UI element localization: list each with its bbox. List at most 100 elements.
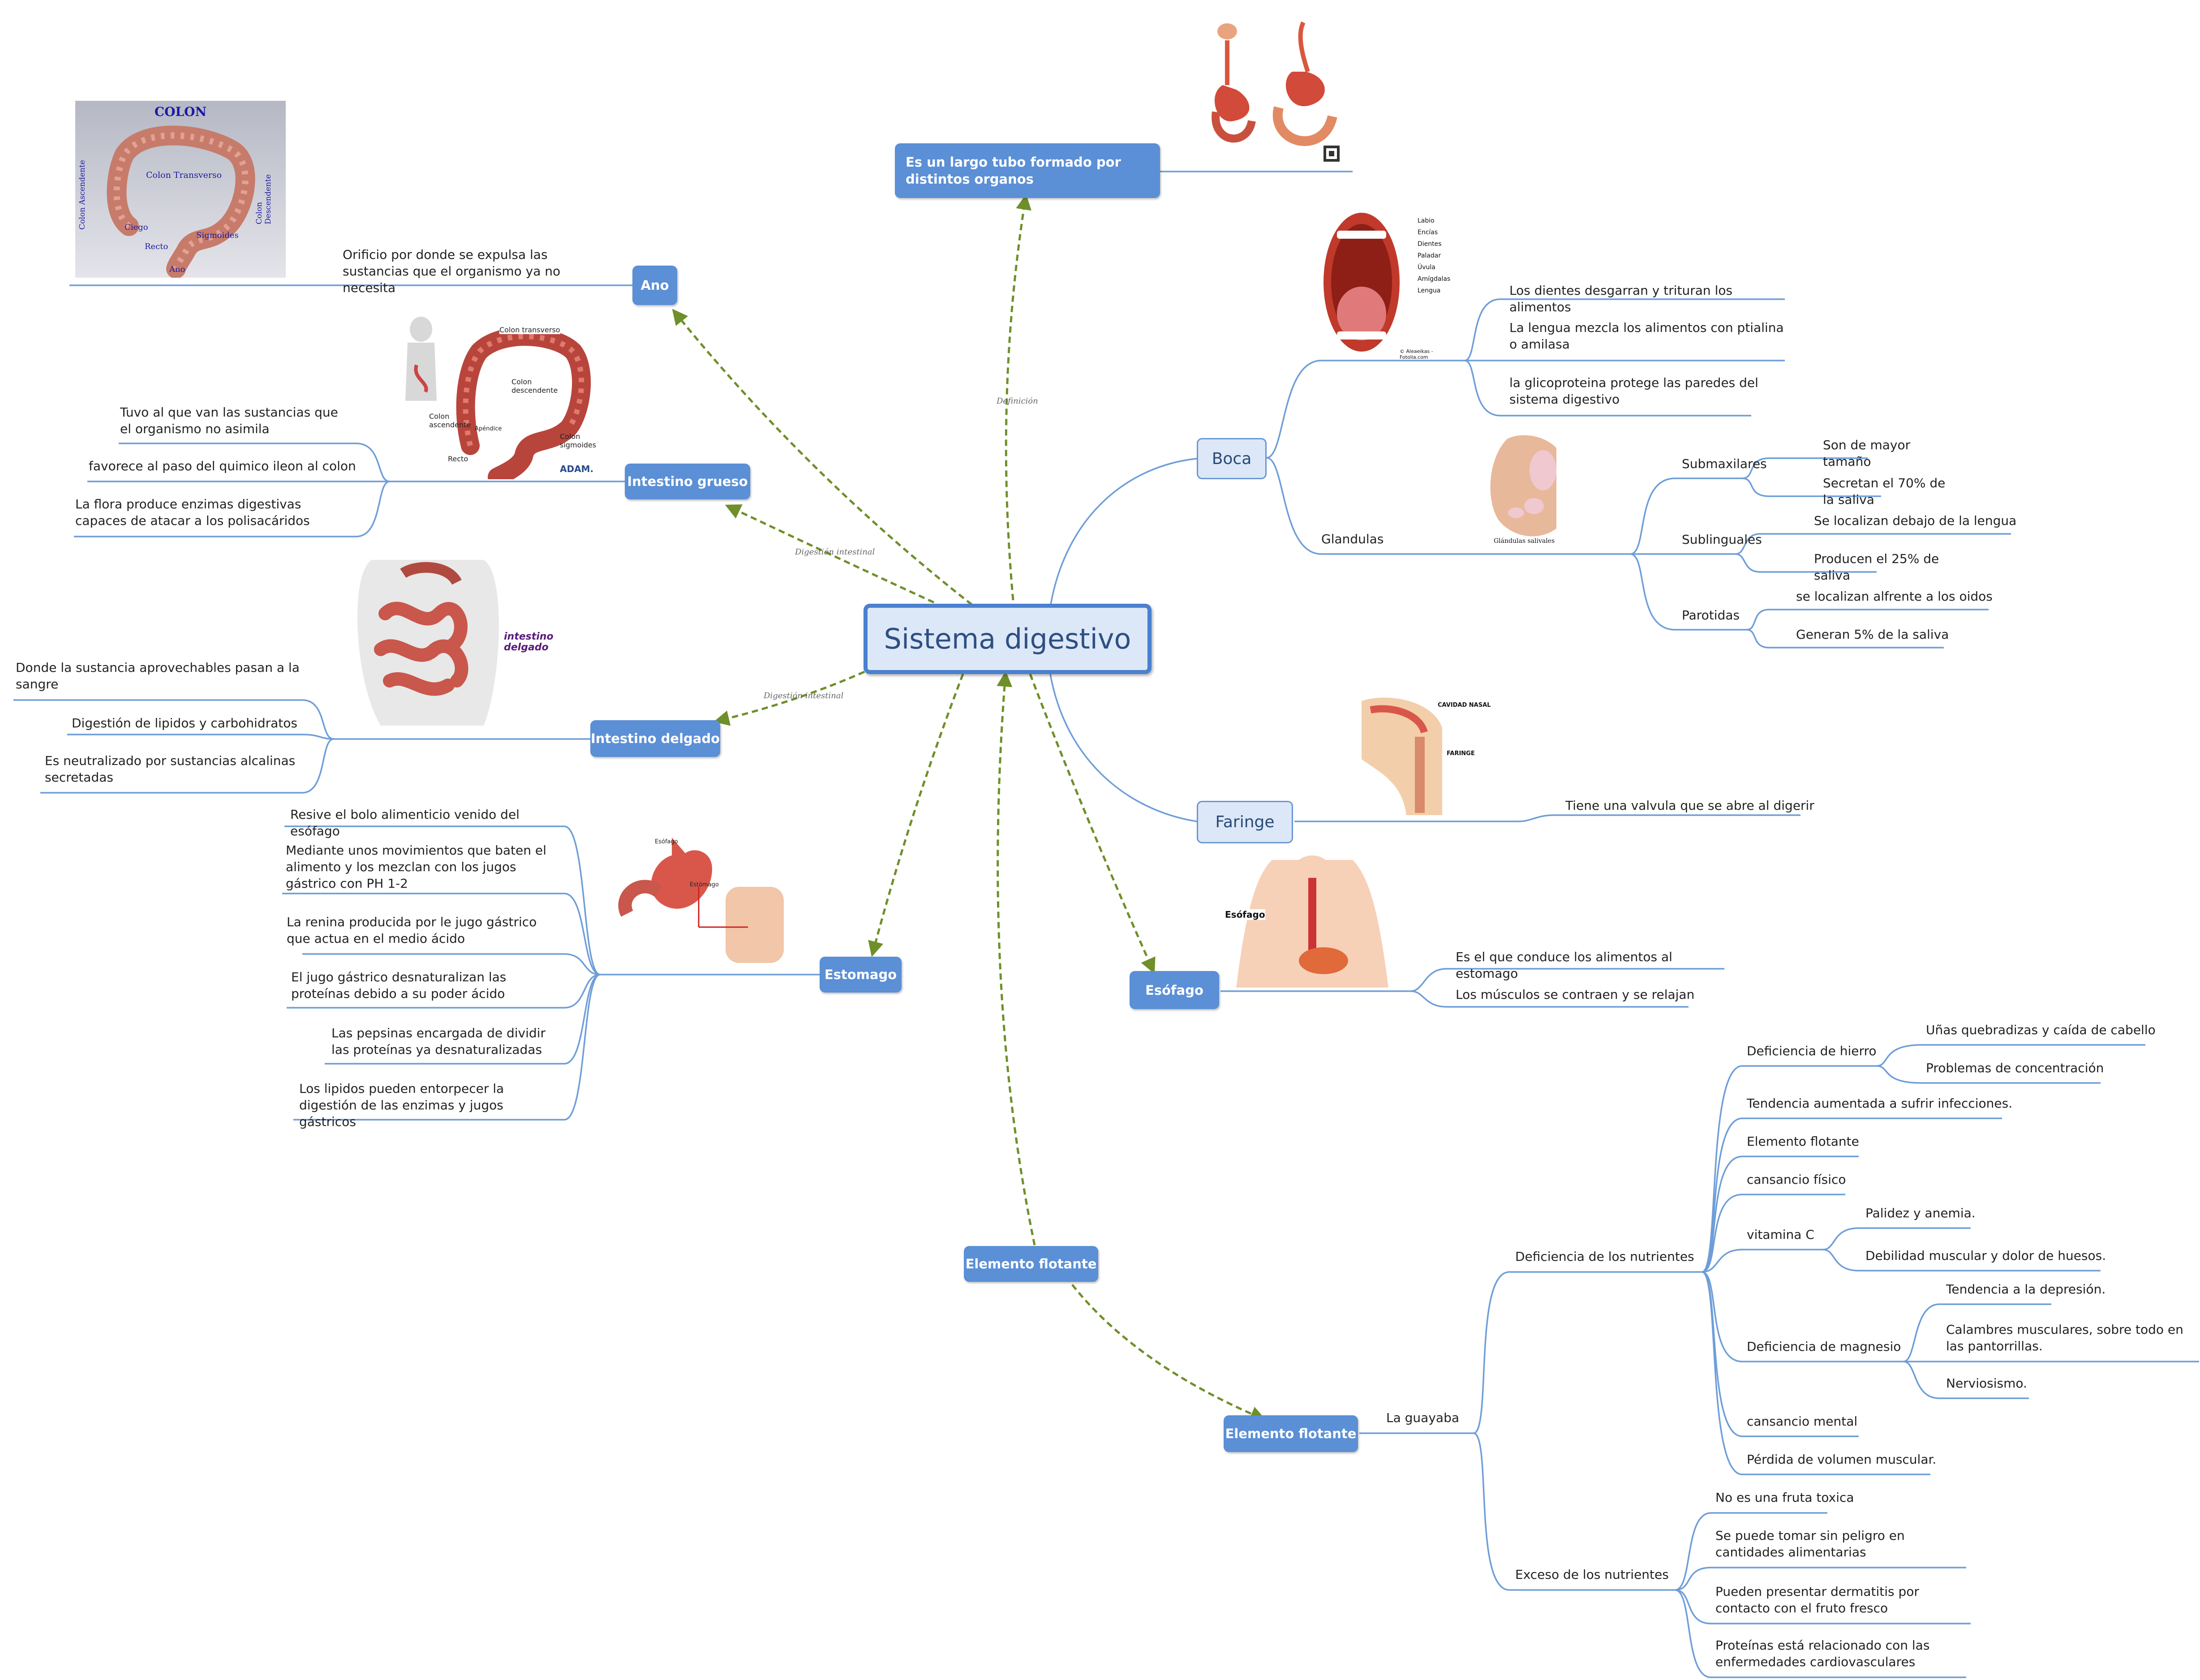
glandulas-label: Glandulas [1321, 532, 1384, 546]
topic-esofago[interactable]: Esófago [1130, 971, 1219, 1009]
colon-label: Sigmoides [196, 231, 239, 240]
vitamina-c-item: Palidez y anemia. [1865, 1206, 1976, 1220]
stomach-label: Estómago [690, 881, 719, 888]
ano-description: Orificio por donde se expulsa las sustan… [343, 247, 561, 295]
exceso-nutrientes: Exceso de los nutrientes [1515, 1567, 1669, 1582]
mouth-label: Amígdalas [1418, 275, 1451, 283]
mouth-credit: © Aleaeikas - Fotolia.com [1400, 348, 1433, 360]
topic-ano[interactable]: Ano [632, 266, 677, 305]
magnesio-item: Nerviosismo. [1946, 1376, 2027, 1391]
esophagus-label: Esófago [1225, 909, 1265, 920]
intestino-delgado-item: Donde la sustancia aprovechables pasan a… [16, 660, 300, 692]
central-topic[interactable]: Sistema digestivo [864, 604, 1152, 674]
topic-elemento-flotante[interactable]: Elemento flotante [964, 1246, 1098, 1282]
boca-item: Los dientes desgarran y trituran los ali… [1509, 283, 1733, 314]
hierro-item: Problemas de concentración [1926, 1061, 2104, 1075]
exceso-item: Se puede tomar sin peligro en cantidades… [1715, 1528, 1905, 1560]
link-esofago [1029, 674, 1156, 974]
mouth-label: Paladar [1418, 252, 1441, 259]
small-intestine-label: intestino delgado [504, 631, 554, 653]
large-intestine-label: Colon transverso [499, 326, 560, 334]
topic-definicion[interactable]: Es un largo tubo formado por distintos o… [895, 143, 1160, 198]
topic-intestino-delgado[interactable]: Intestino delgado [590, 720, 720, 757]
link-label-digestion-intestinal: Digestión intestinal [795, 547, 875, 557]
deficiencia-item: Pérdida de volumen muscular. [1747, 1452, 1937, 1467]
colon-title: COLON [154, 104, 207, 119]
large-intestine-label: Apéndice [475, 425, 502, 432]
pharynx-label: CAVIDAD NASAL [1438, 702, 1491, 709]
intestino-grueso-item: favorece al paso del quimico ileon al co… [89, 459, 356, 473]
salivary-glands-label: Glándulas salivales [1494, 537, 1555, 545]
digestive-system-image [1189, 9, 1348, 170]
magnesio-item: Calambres musculares, sobre todo en las … [1946, 1322, 2183, 1353]
mouth-label: Úvula [1418, 264, 1435, 271]
estomago-item: El jugo gástrico desnaturalizan las prot… [291, 970, 507, 1001]
mouth-labels: Labio Encías Dientes Paladar Úvula Amígd… [1418, 215, 1458, 296]
exceso-item: No es una fruta toxica [1715, 1490, 1854, 1505]
topic-intestino-grueso[interactable]: Intestino grueso [625, 464, 750, 499]
large-intestine-label: Colon sigmoides [560, 432, 597, 449]
mouth-image: Labio Encías Dientes Paladar Úvula Amígd… [1319, 206, 1458, 360]
gland-group-parotidas: Parotidas [1682, 608, 1740, 623]
pharynx-image: CAVIDAD NASAL FARINGE [1353, 692, 1523, 815]
vitamina-c: vitamina C [1747, 1227, 1814, 1242]
esofago-item: Los músculos se contraen y se relajan [1456, 987, 1695, 1002]
mouth-label: Dientes [1418, 241, 1442, 248]
intestino-grueso-item: Tuvo al que van las sustancias que el or… [120, 405, 338, 436]
colon-label: Recto [145, 242, 168, 251]
topic-faringe[interactable]: Faringe [1197, 801, 1293, 843]
deficiencia-item: Tendencia aumentada a sufrir infecciones… [1747, 1096, 2013, 1111]
intestino-delgado-item: Es neutralizado por sustancias alcalinas… [45, 753, 296, 785]
deficiencia-item: Elemento flotante [1747, 1134, 1859, 1149]
gland-detail: Producen el 25% de saliva [1814, 551, 1939, 583]
link-intestino-grueso [725, 504, 935, 604]
gland-group-sublinguales: Sublinguales [1682, 532, 1762, 547]
deficiencia-item: cansancio mental [1747, 1414, 1858, 1429]
esofago-item: Es el que conduce los alimentos al estom… [1456, 950, 1672, 981]
large-intestine-label: Recto [448, 455, 468, 463]
gland-detail: Se localizan debajo de la lengua [1814, 513, 2017, 528]
guayaba-label: La guayaba [1386, 1410, 1459, 1425]
estomago-item: Resive el bolo alimenticio venido del es… [290, 807, 520, 838]
boca-item: la glicoproteina protege las paredes del… [1509, 375, 1758, 407]
deficiencia-hierro: Deficiencia de hierro [1747, 1044, 1877, 1058]
large-intestine-image: Colon transverso Colon descendente Colon… [394, 311, 605, 479]
link-elemento-flotante-2 [1065, 1276, 1266, 1422]
gland-detail: Secretan el 70% de la saliva [1823, 476, 1946, 507]
salivary-glands-image: Glándulas salivales [1480, 430, 1615, 551]
deficiencia-magnesio: Deficiencia de magnesio [1747, 1339, 1901, 1354]
link-label-definicion: Definición [997, 396, 1038, 406]
deficiencia-nutrientes: Deficiencia de los nutrientes [1515, 1249, 1694, 1264]
colon-label: Colon Descendente [254, 174, 273, 224]
colon-label: Colon Transverso [146, 170, 222, 180]
topic-boca[interactable]: Boca [1197, 438, 1267, 479]
gland-detail: se localizan alfrente a los oidos [1796, 589, 1993, 604]
exceso-item: Pueden presentar dermatitis por contacto… [1715, 1584, 1919, 1616]
link-estomago [868, 674, 964, 957]
adam-logo: ADAM. [560, 464, 594, 474]
pharynx-label: FARINGE [1447, 750, 1475, 757]
stomach-image: Esófago Estómago [614, 829, 793, 967]
esophagus-image: Esófago [1225, 851, 1397, 988]
link-elemento-flotante [997, 671, 1036, 1246]
boca-item: La lengua mezcla los alimentos con ptial… [1509, 320, 1784, 352]
exceso-item: Proteínas está relacionado con las enfer… [1715, 1638, 1930, 1669]
vitamina-c-item: Debilidad muscular y dolor de huesos. [1865, 1248, 2106, 1263]
topic-elemento-flotante[interactable]: Elemento flotante [1224, 1415, 1358, 1452]
link-intestino-delgado [713, 670, 865, 726]
topic-estomago[interactable]: Estomago [820, 957, 902, 993]
mouth-label: Labio [1418, 217, 1435, 224]
deficiencia-item: cansancio físico [1747, 1172, 1846, 1187]
gland-group-submaxilares: Submaxilares [1682, 456, 1767, 471]
large-intestine-label: Colon ascendente [429, 412, 471, 429]
colon-label: Ano [169, 265, 185, 274]
small-intestine-image: intestino delgado [349, 546, 560, 735]
magnesio-item: Tendencia a la depresión. [1946, 1282, 2106, 1297]
estomago-item: Las pepsinas encargada de dividir las pr… [331, 1026, 546, 1057]
colon-label: Colon Ascendente [77, 160, 87, 230]
gland-detail: Generan 5% de la saliva [1796, 627, 1949, 642]
colon-label: Ciego [125, 223, 148, 232]
link-ano [672, 309, 973, 606]
hierro-item: Uñas quebradizas y caída de cabello [1926, 1023, 2156, 1037]
